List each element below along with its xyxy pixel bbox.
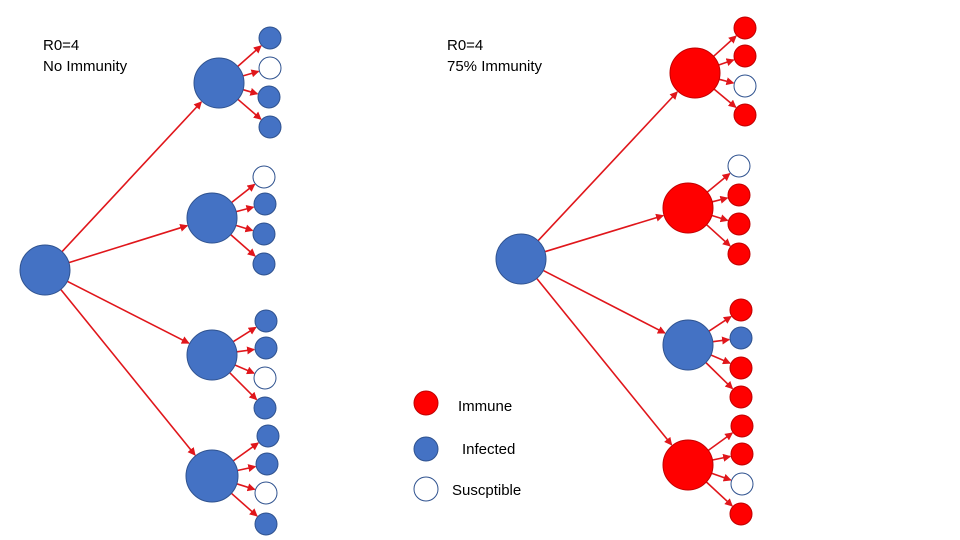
right-arrow-branch-4-to-child-2	[712, 453, 732, 462]
left-branch-3-child-3-node-susceptible	[253, 366, 277, 390]
left-arrow-branch-1-to-child-3	[242, 88, 259, 96]
left-arrow-branch-2-to-child-3	[235, 224, 254, 233]
left-branch-2-child-3-node-infected	[252, 222, 276, 246]
left-arrow-root-to-branch-3	[66, 280, 190, 344]
left-arrow-root-to-branch-2	[68, 223, 189, 264]
left-branch-1-child-1-node-infected	[258, 26, 282, 50]
left-branch-3-child-4-node-infected	[253, 396, 277, 420]
right-arrow-branch-3-to-child-2	[712, 336, 731, 345]
right-branch-1-child-3-node-susceptible	[733, 74, 757, 98]
left-branch-3-child-1-node-infected	[254, 309, 278, 333]
left-arrow-branch-2-to-child-4	[230, 233, 256, 257]
right-branch-2-child-3-node-immune	[727, 212, 751, 236]
left-arrow-branch-1-to-child-4	[237, 98, 262, 120]
right-arrow-branch-4-to-child-3	[711, 472, 732, 482]
right-branch-3-child-1-node-immune	[729, 298, 753, 322]
right-arrow-branch-2-to-child-3	[711, 214, 729, 223]
right-branch-2-child-4-node-immune	[727, 242, 751, 266]
left-arrow-root-to-branch-1	[61, 101, 202, 253]
right-branch-2-child-2-node-immune	[727, 183, 751, 207]
left-arrow-branch-2-to-child-2	[235, 205, 255, 213]
left-branch-2-child-2-node-infected	[253, 192, 277, 216]
right-arrow-root-to-branch-4	[536, 277, 673, 446]
right-title-immunity: 75% Immunity	[447, 58, 543, 75]
left-branch-2-child-4-node-infected	[252, 252, 276, 276]
right-branch-4-child-2-node-immune	[730, 442, 754, 466]
left-title-immunity: No Immunity	[43, 58, 128, 75]
right-branch-3-child-2-node-infected	[729, 326, 753, 350]
right-branch-3-child-4-node-immune	[729, 385, 753, 409]
left-arrow-branch-4-to-child-2	[237, 464, 257, 472]
right-root-node-infected	[495, 233, 547, 285]
right-title-r0: R0=4	[447, 37, 484, 54]
left-arrow-branch-4-to-child-1	[232, 442, 260, 462]
left-arrow-branch-3-to-child-2	[236, 346, 256, 355]
left-arrow-branch-2-to-child-1	[231, 183, 256, 204]
right-branch-1-node-immune	[669, 47, 721, 99]
right-arrow-branch-2-to-child-1	[706, 172, 731, 193]
right-arrow-branch-1-to-child-1	[713, 35, 737, 57]
left-arrow-branch-1-to-child-1	[237, 45, 262, 68]
right-branch-4-child-3-node-susceptible	[730, 472, 754, 496]
right-branch-4-child-1-node-immune	[730, 414, 754, 438]
left-branch-4-child-4-node-infected	[254, 512, 278, 536]
right-branch-1-child-4-node-immune	[733, 103, 757, 127]
right-arrow-branch-2-to-child-4	[706, 224, 731, 247]
right-branch-4-child-4-node-immune	[729, 502, 753, 526]
right-branch-1-child-1-node-immune	[733, 16, 757, 40]
left-arrow-branch-3-to-child-3	[234, 364, 255, 375]
left-branch-1-node-infected	[193, 57, 245, 109]
right-arrow-branch-3-to-child-3	[710, 354, 731, 365]
right-branch-3-child-3-node-immune	[729, 356, 753, 380]
left-branch-1-child-4-node-infected	[258, 115, 282, 139]
right-branch-2-node-immune	[662, 182, 714, 234]
left-root-node-infected	[19, 244, 71, 296]
left-arrow-branch-3-to-child-1	[232, 326, 257, 343]
legend-label-infected: Infected	[462, 441, 516, 458]
right-arrow-root-to-branch-2	[544, 213, 665, 253]
left-branch-4-child-1-node-infected	[256, 424, 280, 448]
right-arrow-branch-2-to-child-2	[712, 195, 729, 204]
right-arrow-root-to-branch-3	[542, 269, 666, 334]
left-branch-2-node-infected	[186, 192, 238, 244]
right-arrow-branch-4-to-child-4	[705, 481, 733, 507]
right-branch-1-child-2-node-immune	[733, 44, 757, 68]
legend-marker-immune	[413, 390, 439, 416]
left-arrow-branch-4-to-child-3	[236, 483, 256, 492]
legend-marker-susceptible	[413, 476, 439, 502]
left-branch-1-child-3-node-infected	[257, 85, 281, 109]
left-title-r0: R0=4	[43, 37, 80, 54]
right-branch-3-node-infected	[662, 319, 714, 371]
legend-label-susceptible: Suscptible	[452, 482, 522, 499]
right-arrow-root-to-branch-1	[537, 91, 678, 242]
right-arrow-branch-1-to-child-4	[713, 88, 737, 108]
right-arrow-branch-1-to-child-3	[718, 77, 735, 86]
left-arrow-branch-3-to-child-4	[229, 372, 258, 401]
left-branch-4-child-3-node-susceptible	[254, 481, 278, 505]
right-arrow-branch-3-to-child-4	[705, 361, 734, 390]
right-branch-2-child-1-node-susceptible	[727, 154, 751, 178]
left-branch-3-node-infected	[186, 329, 238, 381]
right-arrow-branch-4-to-child-1	[707, 432, 734, 452]
left-arrow-branch-4-to-child-4	[230, 492, 258, 517]
right-arrow-branch-3-to-child-1	[708, 315, 732, 332]
left-branch-4-node-infected	[185, 449, 239, 503]
left-branch-1-child-2-node-susceptible	[258, 56, 282, 80]
left-branch-2-child-1-node-susceptible	[252, 165, 276, 189]
legend-marker-infected	[413, 436, 439, 462]
right-branch-4-node-immune	[662, 439, 714, 491]
legend-label-immune: Immune	[458, 398, 513, 415]
left-branch-4-child-2-node-infected	[255, 452, 279, 476]
left-arrow-branch-1-to-child-2	[242, 69, 260, 78]
right-arrow-branch-1-to-child-2	[718, 58, 735, 66]
left-branch-3-child-2-node-infected	[254, 336, 278, 360]
left-arrow-root-to-branch-4	[60, 288, 196, 456]
